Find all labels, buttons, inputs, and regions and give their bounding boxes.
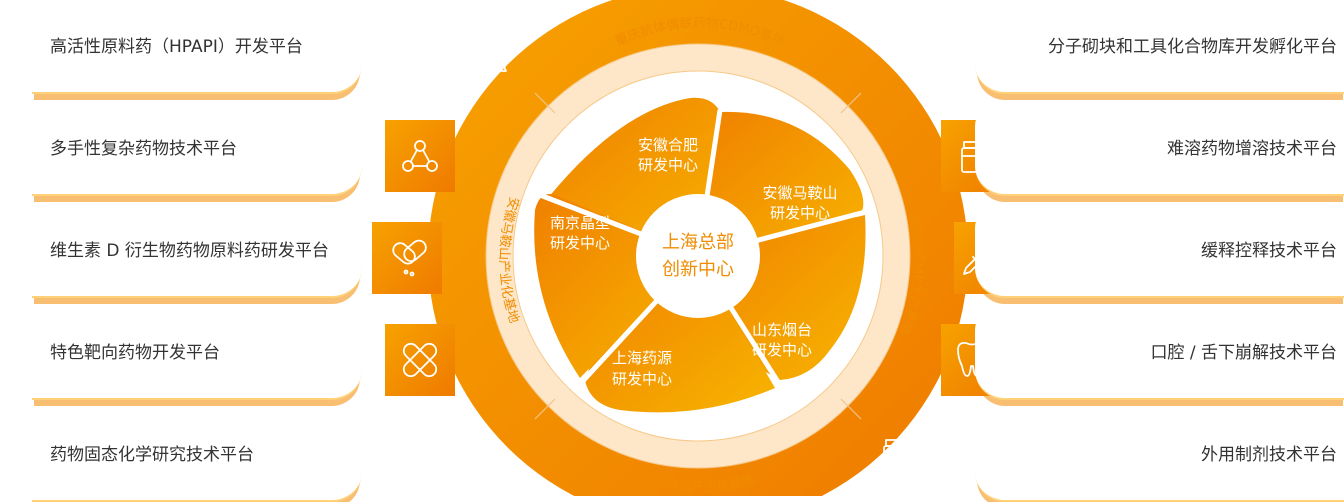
platform-card-left-3: 维生素 D 衍生物药物原料药研发平台 [32,206,362,298]
flask-icon [473,36,507,72]
hq-circle [636,194,760,318]
hexagon-icon [887,35,917,69]
platform-card-left-5: 药物固态化学研究技术平台 [32,410,362,502]
platform-label: 分子砌块和工具化合物库开发孵化平台 [1048,37,1337,57]
petal-yaoyuan-line1: 上海药源 [612,349,672,367]
platform-label: 特色靶向药物开发平台 [50,343,220,363]
petal-hefei-line2: 研发中心 [638,156,698,174]
petal-maanshan-line1: 安徽马鞍山 [762,184,837,202]
medicine-box-icon [883,439,913,475]
pinwheel [534,97,866,413]
platform-card-left-1: 高活性原料药（HPAPI）开发平台 [32,2,362,94]
pills-icon [486,447,518,474]
platform-label: 缓释控释技术平台 [1201,241,1337,261]
petal-nanjing-line1: 南京晶型 [550,214,610,232]
petal-yantai-line1: 山东烟台 [752,321,812,339]
platform-label: 高活性原料药（HPAPI）开发平台 [50,37,303,57]
platform-card-right-5: 外用制剂技术平台 [975,410,1344,502]
hq-line1: 上海总部 [662,232,734,253]
platform-label: 多手性复杂药物技术平台 [50,139,237,159]
petal-yantai-line2: 研发中心 [752,341,812,359]
platform-card-right-2: 难溶药物增溶技术平台 [975,104,1344,196]
platform-label: 维生素 D 衍生物药物原料药研发平台 [50,241,329,261]
petal-maanshan-line2: 研发中心 [770,204,830,222]
ring-separators [534,92,862,420]
platform-label: 外用制剂技术平台 [1201,445,1337,465]
petal-hefei-line1: 安徽合肥 [638,136,698,154]
platform-label: 药物固态化学研究技术平台 [50,445,254,465]
petal-yaoyuan-line2: 研发中心 [612,370,672,388]
hq-line2: 创新中心 [662,259,734,280]
platform-card-left-4: 特色靶向药物开发平台 [32,308,362,400]
platform-label: 难溶药物增溶技术平台 [1167,139,1337,159]
molecule-icon [402,140,438,172]
platform-card-right-1: 分子砌块和工具化合物库开发孵化平台 [975,2,1344,94]
platform-label: 口腔 / 舌下崩解技术平台 [1150,343,1337,363]
platform-card-left-2: 多手性复杂药物技术平台 [32,104,362,196]
bandage-icon [402,342,438,378]
platform-card-right-3: 缓释控释技术平台 [975,206,1344,298]
petal-nanjing-line2: 研发中心 [550,234,610,252]
platform-card-right-4: 口腔 / 舌下崩解技术平台 [975,308,1344,400]
capsule-icon [392,239,427,277]
